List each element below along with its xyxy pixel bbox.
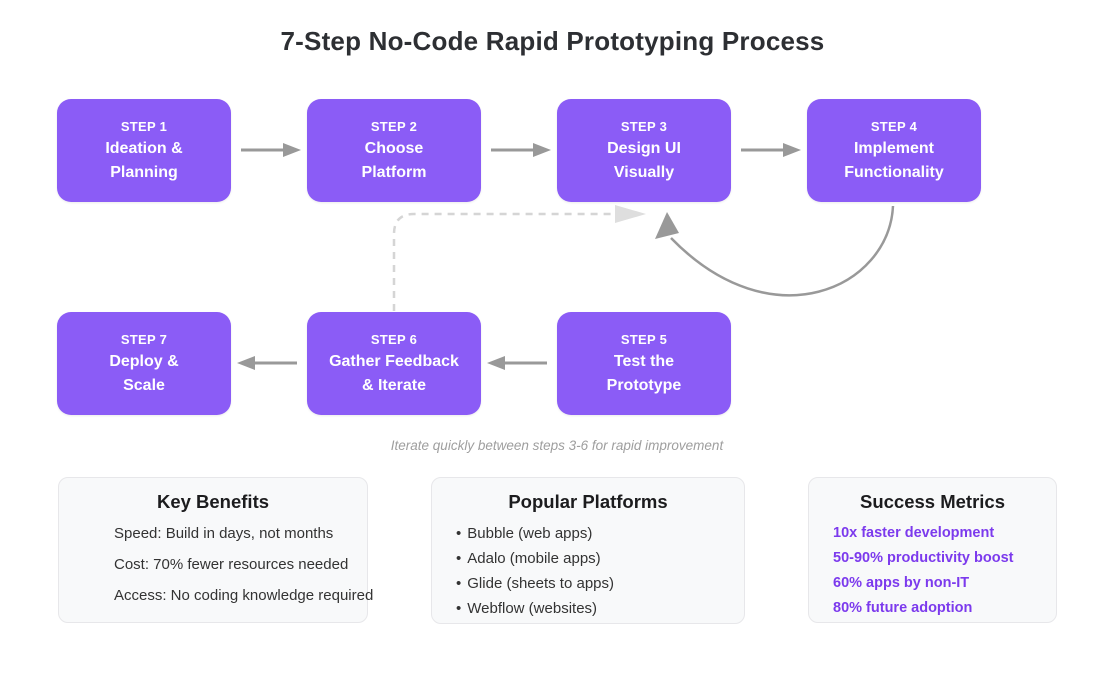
step-label: STEP 2 — [370, 119, 418, 134]
benefits-list: Speed: Build in days, not months Cost: 7… — [114, 518, 374, 611]
metric-item: 80% future adoption — [833, 600, 973, 616]
platform-item-label: Glide (sheets to apps) — [467, 575, 615, 592]
step-box-4: STEP 4 Implement Functionality — [807, 99, 981, 202]
step-name-line: Test the — [613, 353, 675, 370]
step-name-line: Design UI — [607, 140, 681, 157]
step-name-line: Planning — [110, 163, 178, 181]
benefit-item: Cost: 70% fewer resources needed — [114, 556, 349, 573]
arrow-step6-to-step7 — [237, 356, 297, 370]
bullet-icon: • — [456, 575, 462, 592]
platform-item: • Adalo (mobile apps) — [456, 546, 744, 571]
step-name-line: Functionality — [844, 163, 944, 181]
benefit-item: Access: No coding knowledge required — [114, 587, 374, 604]
arrow-dashed-step6-to-step3 — [392, 205, 646, 311]
card-title: Key Benefits — [156, 491, 270, 512]
arrow-loop-step4-to-step3 — [655, 205, 895, 297]
card-popular-platforms: Popular Platforms • Bubble (web apps) • Ad… — [431, 477, 745, 624]
bullet-icon: • — [456, 550, 462, 567]
step-box-1: STEP 1 Ideation & Planning — [57, 99, 231, 202]
page-title: 7-Step No-Code Rapid Prototyping Process — [280, 26, 825, 56]
step-box-3: STEP 3 Design UI Visually — [557, 99, 731, 202]
step-box-5: STEP 5 Test the Prototype — [557, 312, 731, 415]
card-title: Success Metrics — [859, 491, 1005, 512]
step-name-line: Deploy & — [109, 353, 179, 370]
card-key-benefits: Key Benefits Speed: Build in days, not m… — [58, 477, 374, 623]
platform-item-label: Bubble (web apps) — [467, 525, 593, 542]
metric-item: 60% apps by non-IT — [833, 575, 970, 591]
step-box-7: STEP 7 Deploy & Scale — [57, 312, 231, 415]
iterate-caption: Iterate quickly between steps 3-6 for ra… — [390, 438, 724, 453]
card-success-metrics: Success Metrics 10x faster development 5… — [808, 477, 1057, 623]
platform-item: • Webflow (websites) — [456, 596, 744, 621]
step-name-line: & Iterate — [361, 376, 427, 394]
platform-item: • Glide (sheets to apps) — [456, 571, 744, 596]
step-name-line: Gather Feedback — [329, 353, 459, 370]
platforms-list: •Bubble (web apps) •Adalo (mobile apps) … — [456, 521, 744, 621]
step-name-line: Platform — [361, 163, 427, 181]
step-name-line: Scale — [123, 376, 165, 394]
platform-item-label: Webflow (websites) — [467, 600, 598, 617]
bullet-icon: • — [456, 600, 462, 617]
metric-item: 10x faster development — [833, 525, 995, 541]
metrics-list: 10x faster development 50-90% productivi… — [833, 521, 1056, 621]
step-name-line: Implement — [853, 140, 934, 157]
arrow-step3-to-step4 — [741, 143, 801, 157]
step-label: STEP 1 — [120, 119, 168, 134]
step-label: STEP 5 — [620, 332, 668, 347]
step-box-6: STEP 6 Gather Feedback & Iterate — [307, 312, 481, 415]
benefit-item: Speed: Build in days, not months — [114, 525, 334, 542]
step-label: STEP 6 — [370, 332, 418, 347]
step-name-line: Visually — [613, 163, 675, 181]
arrow-step5-to-step6 — [487, 356, 547, 370]
arrow-step1-to-step2 — [241, 143, 301, 157]
step-name-line: Choose — [364, 140, 424, 157]
bullet-icon: • — [456, 525, 462, 542]
step-label: STEP 3 — [620, 119, 668, 134]
step-name-line: Prototype — [606, 376, 682, 394]
step-label: STEP 4 — [870, 119, 918, 134]
platform-item: • Bubble (web apps) — [456, 521, 744, 546]
platform-item-label: Adalo (mobile apps) — [467, 550, 601, 567]
arrow-step2-to-step3 — [491, 143, 551, 157]
metric-item: 50-90% productivity boost — [833, 550, 1014, 566]
step-label: STEP 7 — [120, 332, 168, 347]
step-name-line: Ideation & — [105, 140, 183, 157]
card-title: Popular Platforms — [508, 491, 668, 512]
step-box-2: STEP 2 Choose Platform — [307, 99, 481, 202]
